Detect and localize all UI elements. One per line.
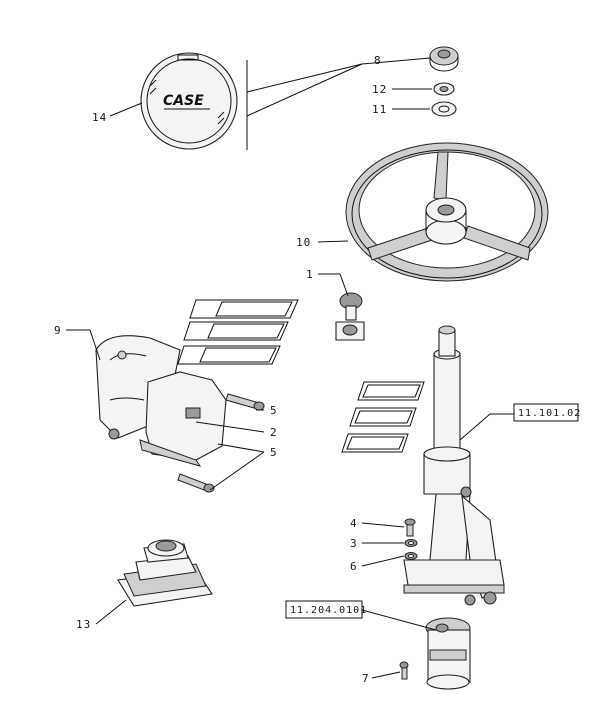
- steering-unit-part: [425, 617, 471, 690]
- horn-cap-part: CASE: [140, 52, 238, 150]
- column-shroud-part: [95, 335, 227, 467]
- callout-13: 13: [76, 618, 91, 631]
- screw-5-lower-part: [177, 473, 215, 493]
- hatched-arrow-upper: [177, 299, 299, 365]
- ref-steering-column: 11.101.02: [518, 408, 581, 419]
- callout-8: 8: [374, 54, 382, 67]
- screw-5-upper-part: [225, 393, 265, 411]
- lever-knob-part: [335, 292, 365, 341]
- screw-7-part: [399, 661, 409, 680]
- callout-5-upper: 5: [270, 404, 278, 417]
- hatched-arrow-lower: [341, 381, 425, 453]
- callout-1: 1: [306, 268, 314, 281]
- nut-part: [429, 46, 459, 72]
- callout-3: 3: [350, 537, 358, 550]
- rubber-boot-part: [117, 539, 213, 607]
- callout-4: 4: [350, 517, 358, 530]
- callout-10: 10: [296, 236, 311, 249]
- case-logo-text: CASE: [163, 93, 204, 109]
- steering-column-part: [403, 325, 505, 606]
- ref-box-steering-unit: [285, 600, 363, 619]
- callout-14: 14: [92, 111, 107, 124]
- ref-box-steering-column: [513, 403, 579, 422]
- callout-11: 11: [372, 103, 387, 116]
- callout-9: 9: [54, 324, 62, 337]
- washer-12-part: [433, 82, 455, 96]
- callout-12: 12: [372, 83, 387, 96]
- callout-5-lower: 5: [270, 446, 278, 459]
- ref-steering-unit: 11.204.0101: [290, 605, 367, 616]
- washer-11-part: [431, 101, 457, 117]
- callout-6: 6: [350, 560, 358, 573]
- callout-7: 7: [362, 672, 370, 685]
- callout-2: 2: [270, 426, 278, 439]
- leader-lines: [66, 57, 514, 679]
- bolt-4-part: [404, 518, 416, 537]
- washer-6-part: [404, 552, 418, 560]
- steering-wheel-part: [345, 142, 549, 282]
- washer-3-part: [404, 539, 418, 547]
